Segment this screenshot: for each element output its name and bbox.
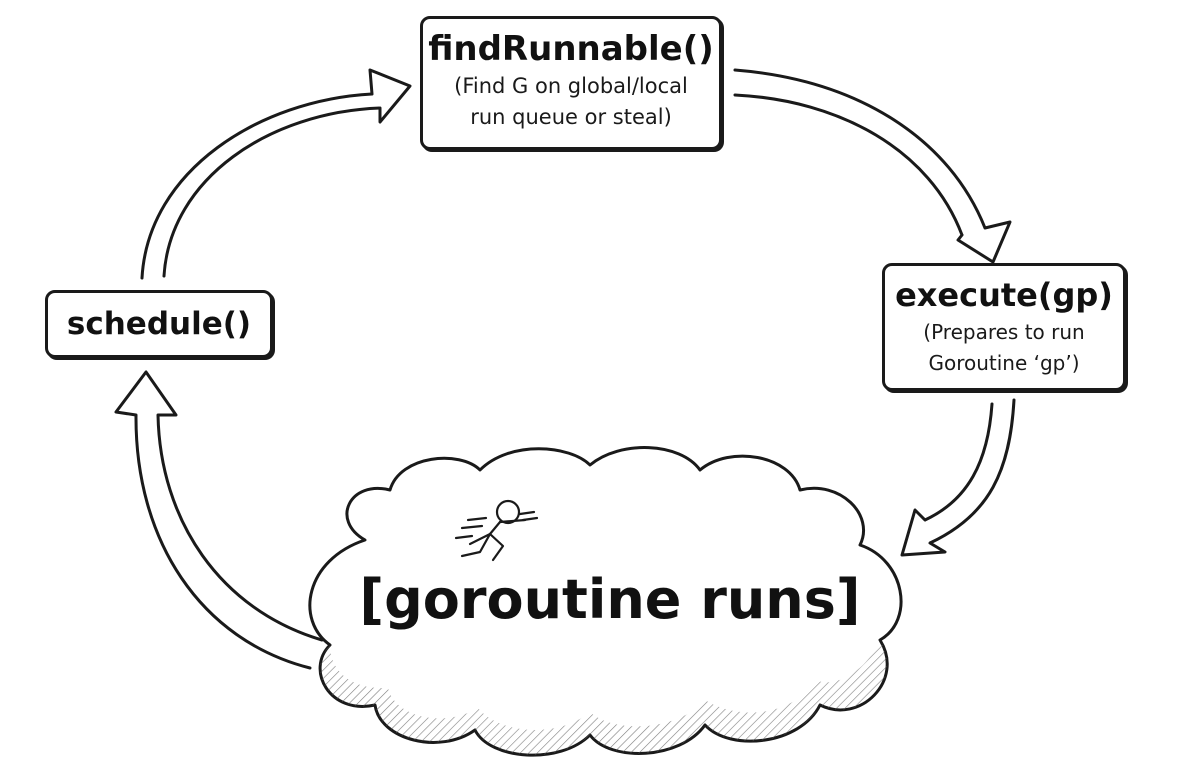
cloud-shape — [308, 446, 903, 757]
execute-description-line2: Goroutine ‘gp’) — [928, 351, 1080, 375]
arrow-findrunnable-to-execute — [733, 68, 1012, 264]
schedule-node: schedule() — [45, 290, 273, 358]
findrunnable-description-line1: (Find G on global/local — [454, 74, 688, 98]
execute-node: execute(gp) (Prepares to run Goroutine ‘… — [882, 263, 1126, 391]
schedule-title: schedule() — [66, 306, 252, 342]
goroutine-runs-label: [goroutine runs] — [359, 568, 861, 631]
arrow-goroutine-to-schedule — [114, 370, 324, 670]
execute-title: execute(gp) — [895, 276, 1113, 314]
running-figure-icon — [454, 499, 539, 562]
findrunnable-description-line2: run queue or steal) — [470, 105, 672, 129]
execute-description-line1: (Prepares to run — [923, 320, 1085, 344]
arrow-schedule-to-findrunnable — [140, 68, 412, 280]
findrunnable-node: findRunnable() (Find G on global/local r… — [420, 16, 722, 150]
findrunnable-title: findRunnable() — [428, 29, 714, 69]
arrow-execute-to-goroutine — [900, 398, 1016, 557]
